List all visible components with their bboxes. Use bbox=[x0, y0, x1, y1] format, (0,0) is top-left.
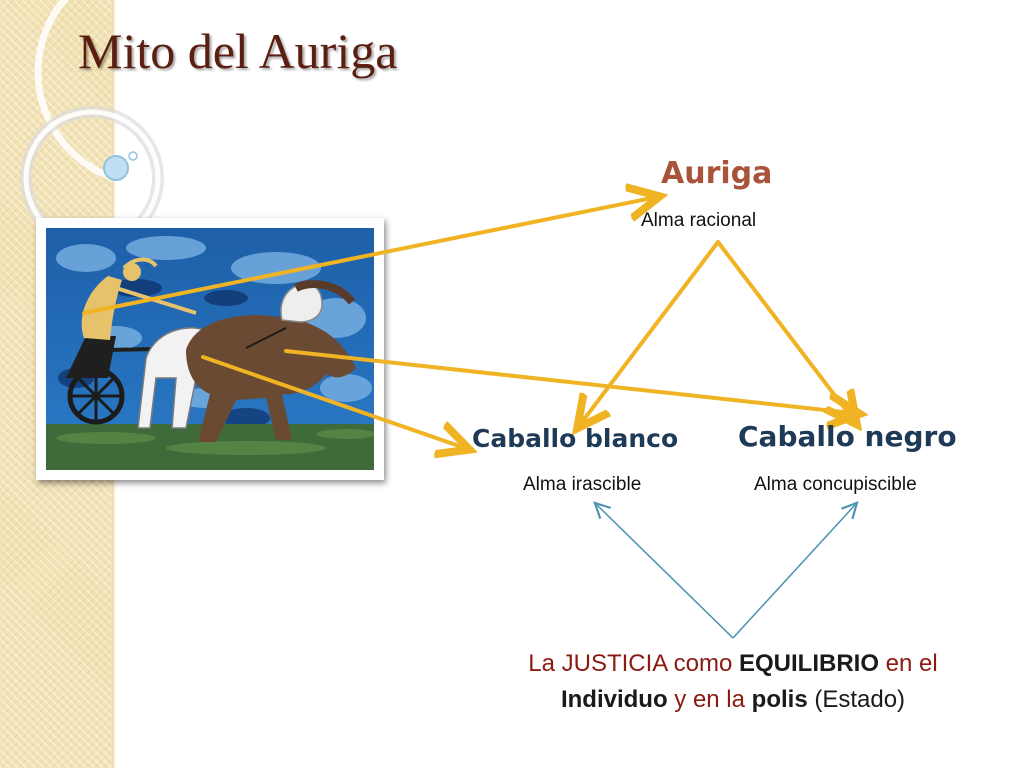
justice-text-1: La JUSTICIA como bbox=[528, 650, 739, 677]
arrow-painting-to-caballo-negro bbox=[284, 349, 852, 413]
justice-equilibrio: EQUILIBRIO bbox=[739, 650, 880, 677]
justice-statement: La JUSTICIA como EQUILIBRIO en el Individ… bbox=[478, 646, 988, 718]
caballo-blanco-subtitle: Alma irascible bbox=[523, 474, 642, 495]
justice-text-3: y en la bbox=[667, 686, 752, 713]
decorative-circles bbox=[20, 0, 260, 230]
arrow-painting-to-auriga bbox=[82, 198, 652, 315]
caballo-negro-title: Caballo negro bbox=[738, 420, 957, 453]
chariot-painting bbox=[46, 228, 374, 470]
arrow-auriga-to-caballo-negro bbox=[716, 240, 852, 418]
caballo-negro-subtitle: Alma concupiscible bbox=[754, 474, 917, 495]
arrow-justice-to-caballo-blanco bbox=[597, 505, 734, 639]
arrow-auriga-to-caballo-blanco bbox=[582, 240, 720, 422]
justice-polis: polis bbox=[751, 686, 808, 713]
justice-text-2: en el bbox=[879, 650, 938, 677]
slide-title: Mito del Auriga bbox=[78, 23, 398, 79]
caballo-blanco-title: Caballo blanco bbox=[472, 424, 679, 453]
arrow-painting-to-caballo-blanco bbox=[201, 355, 462, 447]
arrow-justice-to-caballo-negro bbox=[732, 505, 855, 639]
justice-text-4: (Estado) bbox=[807, 686, 906, 713]
painting-frame bbox=[36, 218, 384, 480]
auriga-title: Auriga bbox=[661, 156, 773, 191]
justice-individuo: Individuo bbox=[560, 686, 668, 713]
auriga-subtitle: Alma racional bbox=[641, 210, 757, 231]
